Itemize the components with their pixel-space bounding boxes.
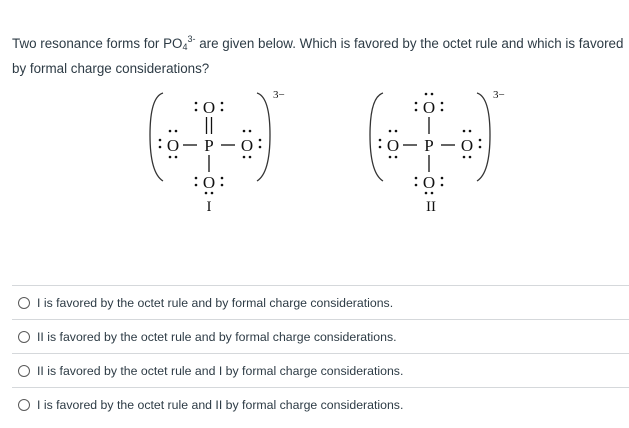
- charge-label-i: 3−: [273, 89, 285, 101]
- question-suffix: are given below. Which is favored by the…: [12, 36, 624, 76]
- answer-label: II is favored by the octet rule and by f…: [37, 329, 397, 344]
- structure-label-ii: II: [426, 199, 436, 215]
- answer-label: II is favored by the octet rule and I by…: [37, 363, 404, 378]
- radio-button-icon[interactable]: [18, 364, 30, 377]
- svg-text:O: O: [203, 98, 215, 117]
- charge-label-ii: 3−: [493, 89, 505, 101]
- question-text: Two resonance forms for PO43- are given …: [12, 28, 624, 80]
- svg-text:O: O: [241, 136, 253, 155]
- answer-label: I is favored by the octet rule and by fo…: [37, 295, 394, 310]
- radio-button-icon[interactable]: [18, 398, 30, 411]
- radio-button-icon[interactable]: [18, 330, 30, 343]
- radio-button-icon[interactable]: [18, 296, 30, 309]
- question-prefix: Two resonance forms for PO: [12, 36, 183, 51]
- answer-option-b[interactable]: II is favored by the octet rule and by f…: [12, 319, 629, 353]
- lewis-structure-i-drawing: O P O O O: [149, 89, 285, 195]
- answer-option-d[interactable]: I is favored by the octet rule and II by…: [12, 387, 629, 421]
- formula-subscript: 4: [182, 42, 188, 52]
- lewis-structure-ii: O P O O O: [365, 85, 525, 195]
- svg-text:O: O: [387, 136, 399, 155]
- formula-superscript: 3-: [187, 34, 196, 44]
- answer-label: I is favored by the octet rule and II by…: [37, 397, 404, 412]
- answer-option-c[interactable]: II is favored by the octet rule and I by…: [12, 353, 629, 387]
- answer-options: I is favored by the octet rule and by fo…: [12, 285, 629, 421]
- svg-text:O: O: [167, 136, 179, 155]
- svg-text:O: O: [203, 173, 215, 192]
- lewis-structure-ii-drawing: O P O O O: [369, 89, 505, 195]
- svg-text:O: O: [461, 136, 473, 155]
- svg-text:O: O: [423, 173, 435, 192]
- svg-text:O: O: [423, 98, 435, 117]
- svg-text:P: P: [204, 136, 213, 155]
- answer-option-a[interactable]: I is favored by the octet rule and by fo…: [12, 285, 629, 319]
- structure-label-i: I: [206, 199, 212, 215]
- svg-text:P: P: [424, 136, 433, 155]
- lewis-structure-i: O P O O O: [145, 85, 305, 195]
